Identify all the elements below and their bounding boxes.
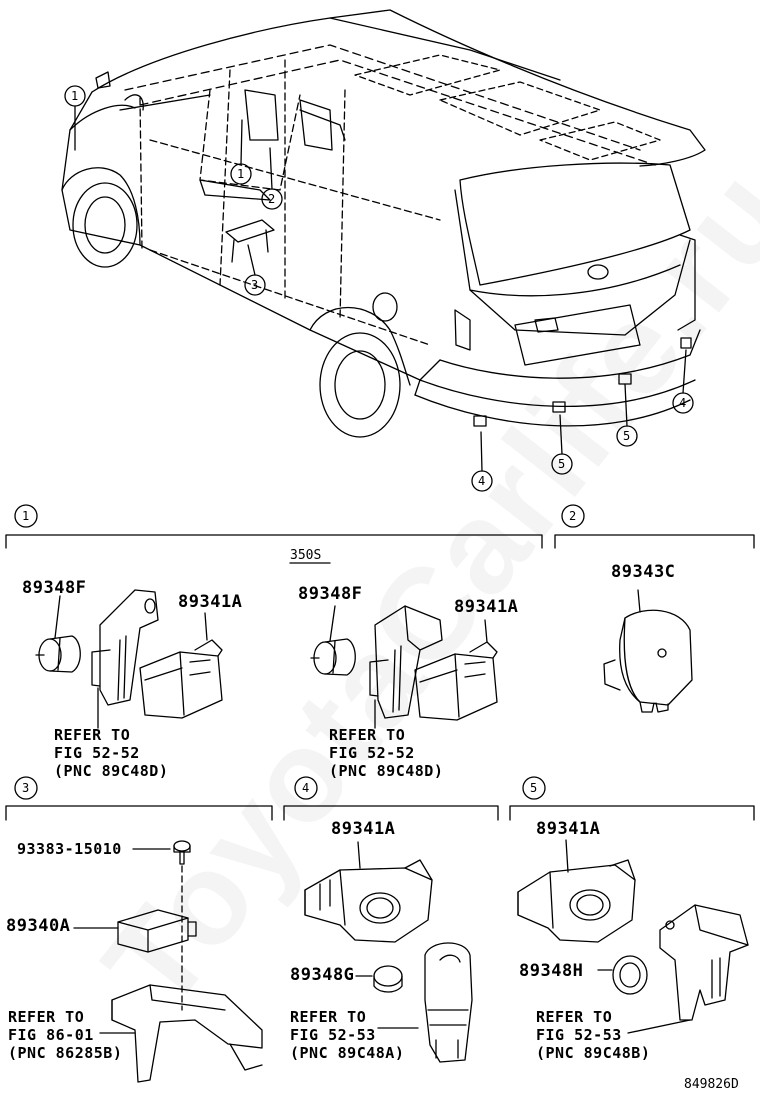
section3-parts <box>73 840 263 1083</box>
reference-line: FIG 52-52 <box>329 744 415 762</box>
callout-5-left: 5 <box>558 457 566 471</box>
section-2-number: 2 <box>569 509 577 523</box>
callout-3: 3 <box>251 278 259 292</box>
section1-left-parts <box>35 589 223 729</box>
reference-note-5: REFER TO FIG 52-53 (PNC 89C48B) <box>536 1008 650 1062</box>
section-5-number: 5 <box>530 781 538 795</box>
section-3-number: 3 <box>22 781 30 795</box>
variant-label: 350S <box>290 548 322 563</box>
callout-1-front: 1 <box>71 89 79 103</box>
part-89348H: 89348H <box>519 961 584 981</box>
reference-note-3: REFER TO FIG 86-01 (PNC 86285B) <box>8 1008 122 1062</box>
reference-line: REFER TO <box>290 1008 367 1026</box>
part-89341A-right: 89341A <box>454 597 519 617</box>
vehicle-illustration <box>61 9 706 438</box>
part-89341A-sec5: 89341A <box>536 819 601 839</box>
callout-5-right: 5 <box>623 429 631 443</box>
reference-line: (PNC 89C48B) <box>536 1044 651 1062</box>
section-1-number: 1 <box>22 509 30 523</box>
reference-line: (PNC 89C48A) <box>290 1044 405 1062</box>
reference-note-2: REFER TO FIG 52-52 (PNC 89C48D) <box>329 726 443 780</box>
vehicle-callouts <box>64 85 694 492</box>
section-4-number: 4 <box>302 781 310 795</box>
callout-1-interior: 1 <box>237 167 245 181</box>
part-89341A-left: 89341A <box>178 592 243 612</box>
callout-4-left: 4 <box>478 474 486 488</box>
part-89340A: 89340A <box>6 916 71 936</box>
section1-right-parts <box>310 605 498 729</box>
reference-line: (PNC 86285B) <box>8 1044 123 1062</box>
reference-line: REFER TO <box>329 726 406 744</box>
figure-code: 849826D <box>684 1077 739 1092</box>
part-89348F-left: 89348F <box>22 578 87 598</box>
reference-line: FIG 52-52 <box>54 744 140 762</box>
part-89348G: 89348G <box>290 965 355 985</box>
part-93383-15010: 93383-15010 <box>17 840 122 858</box>
section4-parts <box>304 841 473 1063</box>
reference-note-4: REFER TO FIG 52-53 (PNC 89C48A) <box>290 1008 404 1062</box>
reference-line: FIG 52-53 <box>290 1026 376 1044</box>
section2-parts <box>603 589 693 713</box>
reference-note-1: REFER TO FIG 52-52 (PNC 89C48D) <box>54 726 168 780</box>
reference-line: (PNC 89C48D) <box>54 762 169 780</box>
section5-parts <box>517 839 749 1034</box>
part-89341A-sec4: 89341A <box>331 819 396 839</box>
reference-line: REFER TO <box>536 1008 613 1026</box>
reference-line: FIG 52-53 <box>536 1026 622 1044</box>
callout-2: 2 <box>268 192 276 206</box>
reference-line: (PNC 89C48D) <box>329 762 444 780</box>
part-89343C: 89343C <box>611 562 676 582</box>
reference-line: REFER TO <box>8 1008 85 1026</box>
callout-4-right: 4 <box>679 396 687 410</box>
reference-line: FIG 86-01 <box>8 1026 94 1044</box>
reference-line: REFER TO <box>54 726 131 744</box>
section-frames <box>5 504 755 821</box>
part-89348F-right: 89348F <box>298 584 363 604</box>
